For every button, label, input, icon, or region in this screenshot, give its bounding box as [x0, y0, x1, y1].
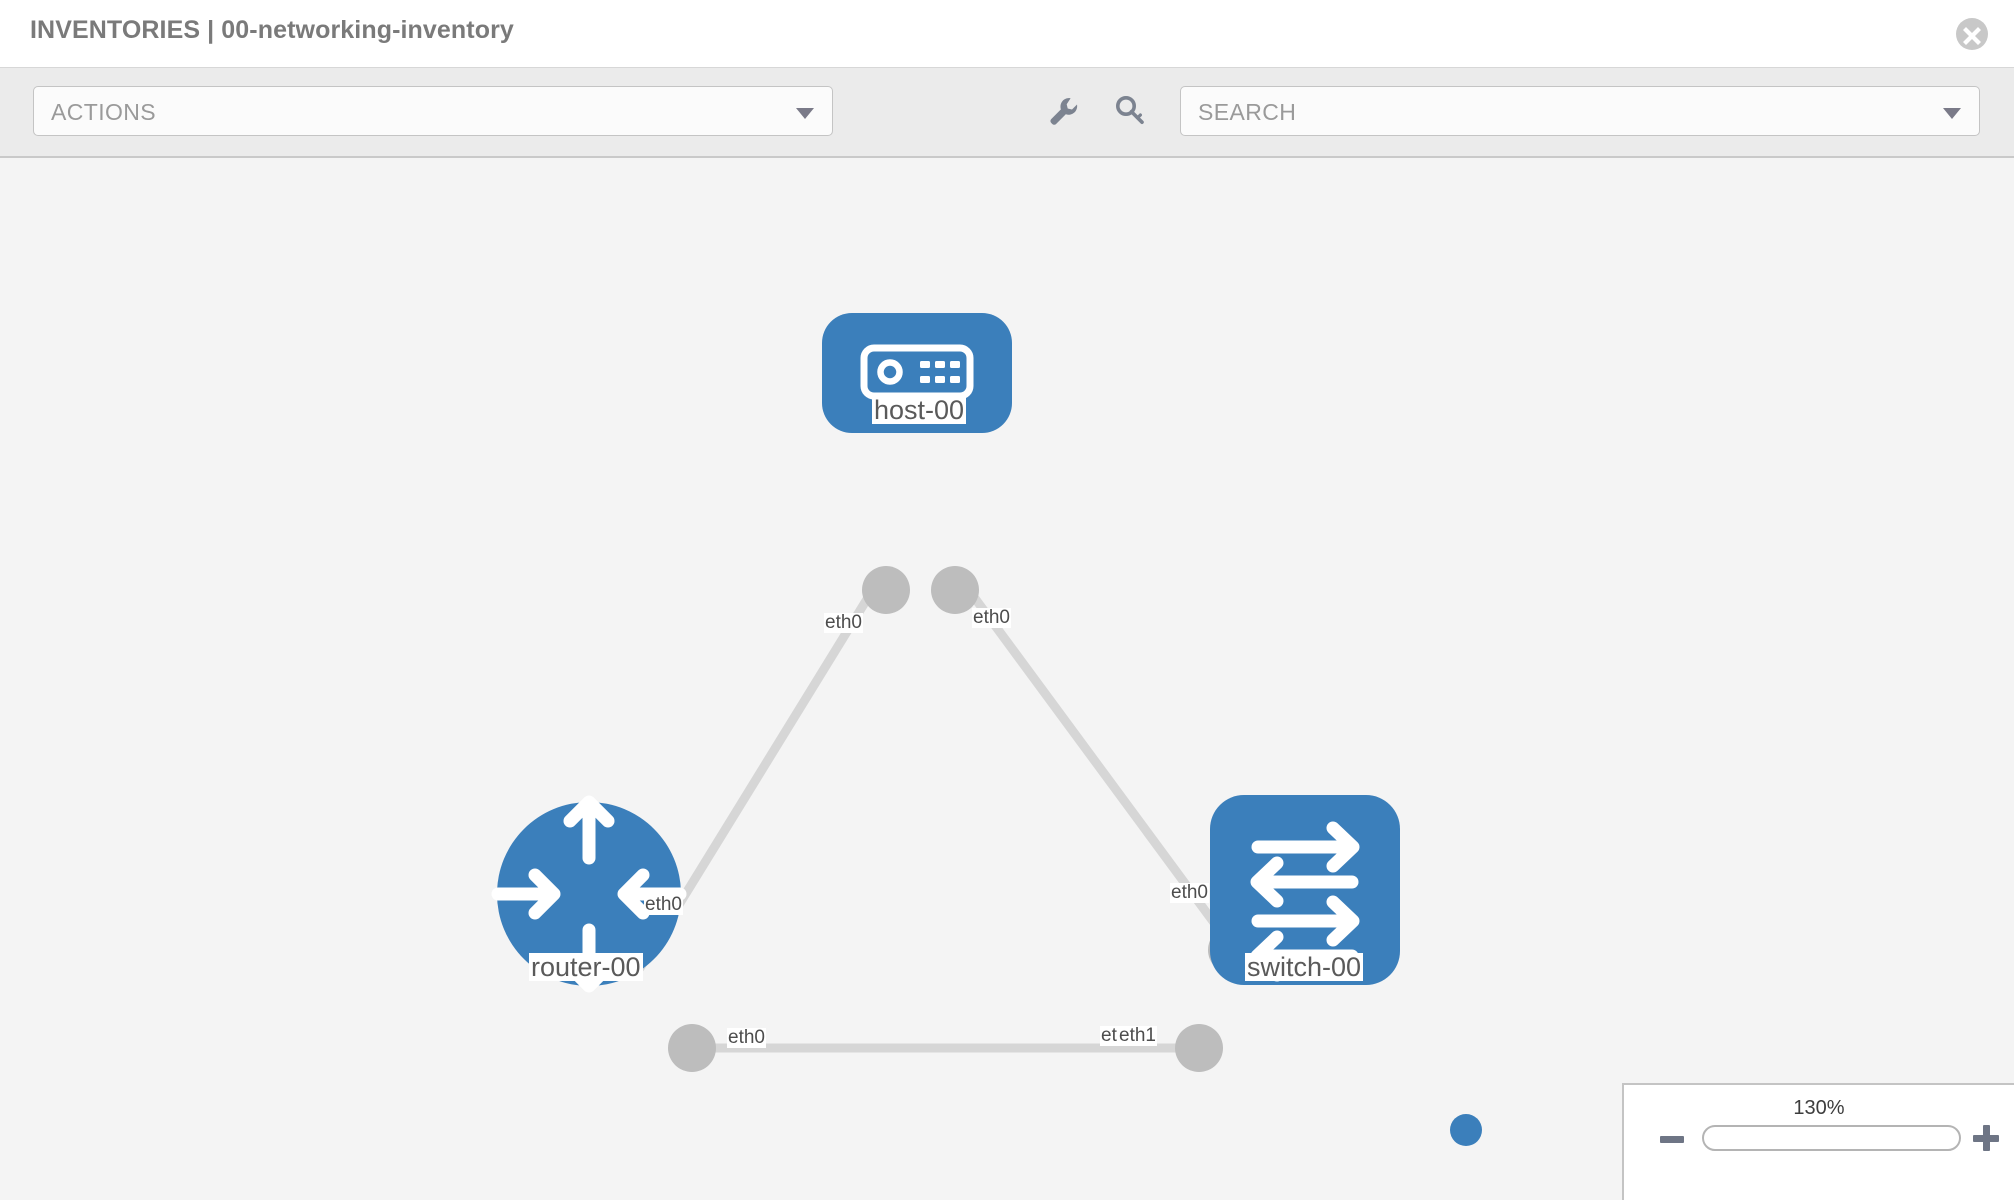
- chevron-down-icon: [1943, 108, 1961, 119]
- key-icon[interactable]: [1113, 94, 1147, 128]
- port-router00-right: [668, 1024, 716, 1072]
- port-host00-left: [862, 566, 910, 614]
- node-label-host-00: host-00: [872, 395, 967, 425]
- search-placeholder: SEARCH: [1198, 99, 1297, 125]
- port-switch00-left: [1175, 1024, 1223, 1072]
- iface-label-switch00-uplink: eth0: [1170, 882, 1209, 903]
- iface-label-router00-uplink: eth0: [644, 894, 683, 915]
- close-icon[interactable]: [1956, 18, 1988, 50]
- minus-icon[interactable]: [1660, 1136, 1684, 1143]
- iface-label-router00-eth0: eth0: [727, 1027, 766, 1048]
- page-header: INVENTORIES | 00-networking-inventory: [0, 0, 2014, 68]
- actions-dropdown[interactable]: ACTIONS: [33, 86, 833, 136]
- zoom-control-panel: 130%: [1622, 1083, 2014, 1200]
- zoom-slider-thumb[interactable]: [1450, 1114, 1482, 1146]
- node-label-router-00: router-00: [529, 952, 643, 982]
- wrench-icon[interactable]: [1046, 94, 1080, 128]
- port-host00-right: [931, 566, 979, 614]
- zoom-level-label: 130%: [1793, 1097, 1845, 1119]
- node-label-switch-00: switch-00: [1245, 952, 1364, 982]
- page-title: INVENTORIES | 00-networking-inventory: [30, 16, 514, 44]
- toolbar: ACTIONS SEARCH: [0, 68, 2014, 158]
- iface-label-host00-right: eth0: [972, 607, 1011, 628]
- plus-icon[interactable]: [1973, 1125, 1999, 1151]
- actions-dropdown-label: ACTIONS: [51, 99, 157, 125]
- search-input[interactable]: SEARCH: [1180, 86, 1980, 136]
- chevron-down-icon: [796, 108, 814, 119]
- topology-edges: [635, 573, 1245, 1053]
- zoom-slider[interactable]: [1702, 1125, 1961, 1151]
- topology-canvas[interactable]: host-00 router-00 switch-00 eth0 eth0 et…: [0, 158, 2014, 1200]
- iface-label-switch00-eth1: eth1: [1118, 1025, 1157, 1046]
- topology-ports: [668, 566, 1256, 1072]
- iface-label-host00-left: eth0: [824, 612, 863, 633]
- node-router-00-shape: [497, 802, 681, 986]
- topology-graph: [491, 313, 1400, 1072]
